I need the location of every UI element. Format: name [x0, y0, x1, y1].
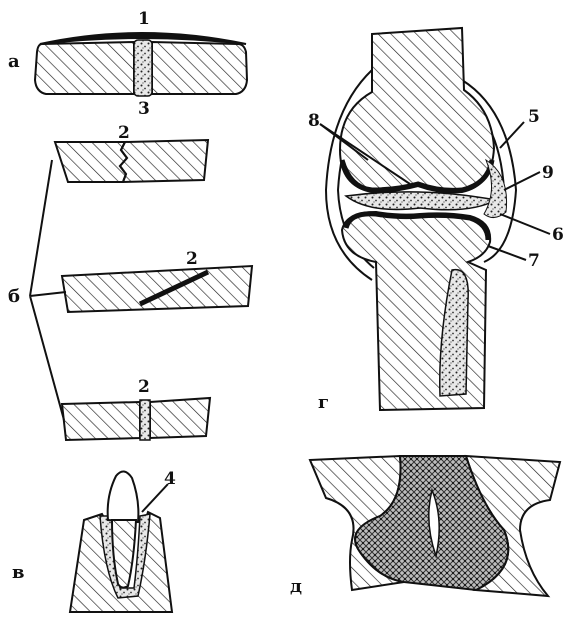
panel-a-ligament [134, 40, 152, 96]
leader-6 [500, 214, 550, 234]
panel-b-bottom-suture [140, 400, 150, 440]
panel-g [326, 28, 516, 410]
panel-b-bracket [30, 160, 66, 420]
panel-g-meniscus [346, 192, 496, 210]
label-panel-a: а [8, 51, 20, 72]
panel-a-left-bone [35, 42, 134, 94]
label-panel-b: б [8, 286, 20, 307]
panel-v-tooth-crown [108, 471, 139, 522]
label-panel-d: д [290, 576, 302, 597]
leader-7 [488, 246, 526, 260]
panel-b-top-right-bone [120, 140, 208, 182]
callout-7: 7 [528, 251, 540, 271]
leader-5 [500, 122, 524, 148]
callout-3: 3 [138, 99, 150, 119]
panel-d [310, 456, 560, 596]
callout-9: 9 [542, 163, 554, 183]
label-panel-v: в [12, 562, 25, 583]
panel-a [35, 33, 247, 96]
label-panel-g: г [318, 392, 329, 413]
callout-2-top: 2 [118, 123, 130, 143]
callout-2-mid: 2 [186, 249, 198, 269]
panel-b-mid-bone [62, 266, 252, 312]
callout-6: 6 [552, 225, 564, 245]
callout-8: 8 [308, 111, 320, 131]
panel-a-right-bone [152, 42, 247, 94]
callout-1: 1 [138, 9, 150, 29]
panel-b-bottom-right-bone [150, 398, 210, 438]
callout-2-bottom: 2 [138, 377, 150, 397]
callout-4: 4 [164, 469, 176, 489]
callout-5: 5 [528, 107, 540, 127]
panel-g-upper-bone [340, 28, 494, 192]
leader-9 [504, 172, 540, 190]
panel-b-bottom-left-bone [62, 402, 140, 440]
panel-v [70, 471, 172, 612]
panel-b-top-left-bone [55, 142, 127, 182]
